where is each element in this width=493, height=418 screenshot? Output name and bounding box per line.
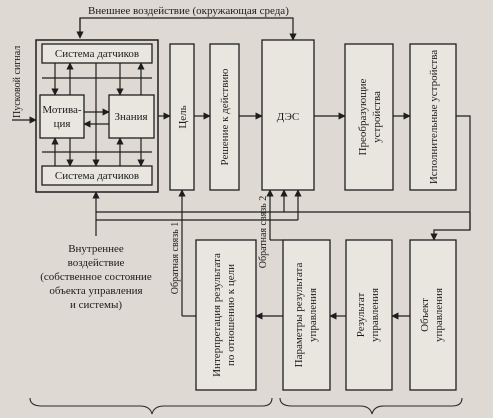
control-params-box (282, 239, 331, 391)
internal-influence-arrows (92, 189, 471, 236)
internal-influence-line-3: (собственное состояние (40, 271, 152, 283)
external-influence-line (76, 17, 297, 41)
external-influence-label: Внешнее воздействие (окружающая среда) (88, 5, 289, 17)
sensor-system-top (41, 43, 153, 64)
control-object-label-1: Объект (419, 298, 431, 332)
internal-influence-line-5: и системы) (70, 299, 122, 311)
motivation-label-2: ция (54, 118, 71, 130)
control-object-box (409, 239, 457, 391)
perception-internal-arrows (42, 62, 152, 167)
feedback-1-label: Обратная связь 1 (170, 222, 181, 294)
start-signal-label: Пусковой сигнал (12, 46, 23, 118)
motivation-label-1: Мотива- (42, 104, 81, 116)
control-params-label-2: управления (307, 288, 319, 342)
control-result-label-2: управления (369, 288, 381, 342)
executive-devices-label: Исполнительные устройства (428, 50, 440, 184)
knowledge-box (108, 94, 155, 139)
sensor-system-bottom-label: Система датчиков (55, 170, 139, 182)
decision-box (209, 43, 240, 191)
internal-influence-line-4: объекта управления (49, 285, 142, 297)
control-result-box (345, 239, 393, 391)
interpretation-label-2: по отношению к цели (225, 264, 237, 366)
goal-label: Цель (177, 105, 189, 128)
executive-devices-box (409, 43, 457, 191)
sensor-system-top-label: Система датчиков (55, 48, 139, 60)
internal-influence-line-1: Внутреннее (68, 243, 124, 255)
goal-box (169, 43, 195, 191)
transforming-devices-box (344, 43, 394, 191)
control-result-label-1: Результат (355, 293, 367, 338)
internal-influence-line-2: воздействие (68, 257, 125, 269)
control-params-label-1: Параметры результата (293, 263, 305, 368)
brace-left (29, 397, 273, 415)
feedback-2-label: Обратная связь 2 (258, 196, 269, 268)
transforming-devices-label-1: Преобразующие (357, 78, 369, 155)
knowledge-label: Знания (114, 111, 147, 123)
control-object-label-2: управления (433, 288, 445, 342)
des-label: ДЭС (277, 111, 299, 123)
transforming-devices-label-2: устройства (371, 91, 383, 143)
brace-right (279, 397, 463, 415)
motivation-box (39, 94, 85, 139)
sensor-system-bottom (41, 165, 153, 186)
des-box (261, 39, 315, 191)
interpretation-box (195, 239, 257, 391)
interpretation-label-1: Интерпретация результата (211, 253, 223, 377)
decision-label: Решение к действию (219, 68, 231, 165)
